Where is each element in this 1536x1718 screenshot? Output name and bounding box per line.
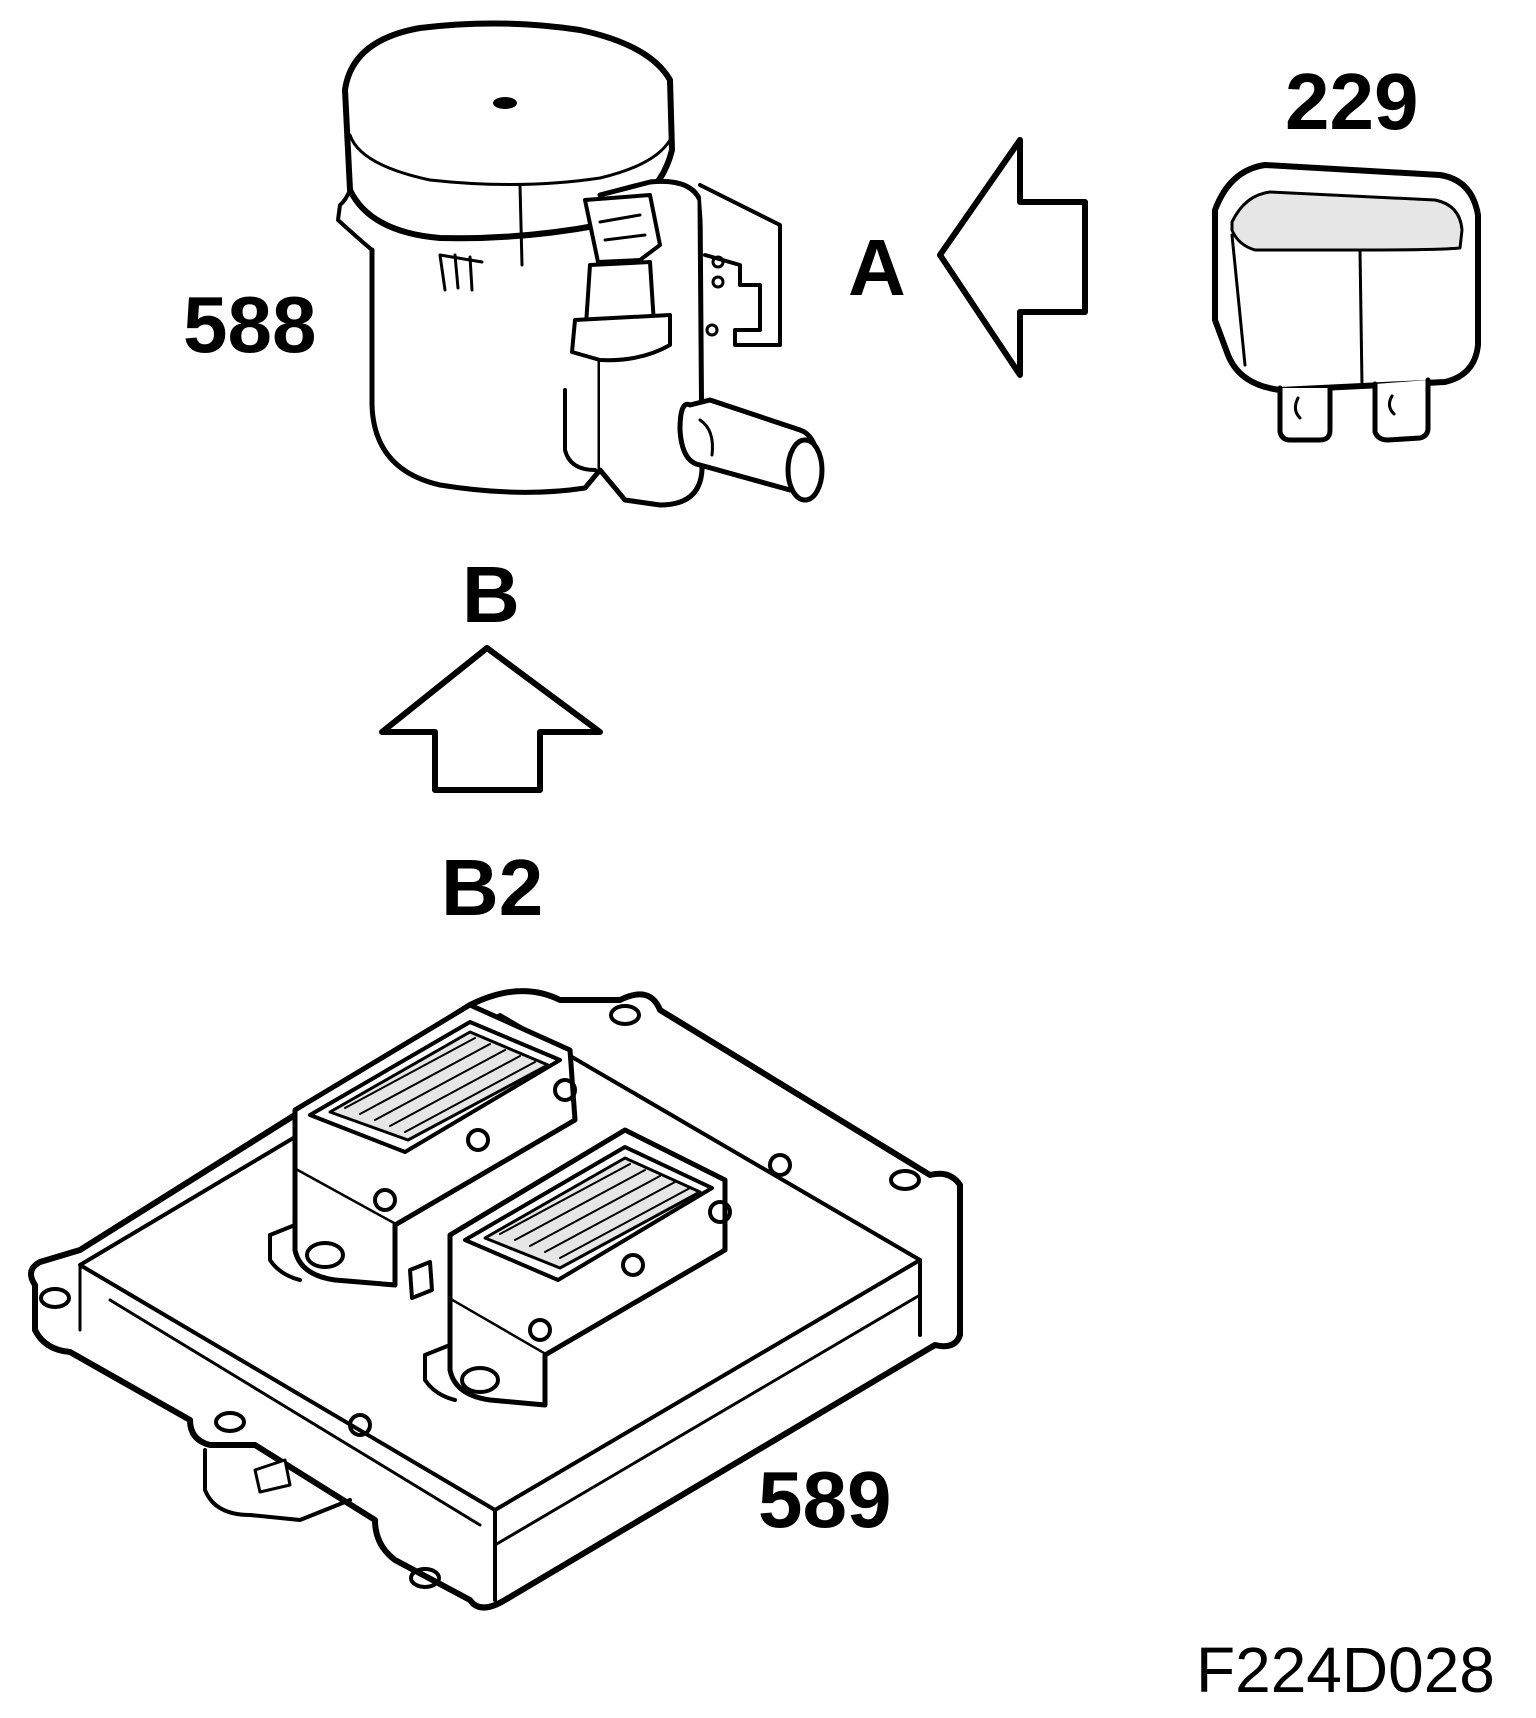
label-b: B — [462, 550, 520, 639]
label-589: 589 — [758, 1455, 892, 1544]
label-588: 588 — [183, 280, 317, 369]
label-a: A — [848, 223, 906, 312]
label-b2: B2 — [441, 843, 544, 932]
arrow-a — [937, 137, 1088, 378]
purge-valve-588 — [336, 20, 825, 508]
arrow-b — [379, 645, 603, 793]
figure-code: F224D028 — [1196, 1634, 1495, 1706]
relay-229 — [1212, 162, 1481, 443]
label-229: 229 — [1285, 57, 1419, 146]
control-module-589 — [28, 988, 963, 1611]
